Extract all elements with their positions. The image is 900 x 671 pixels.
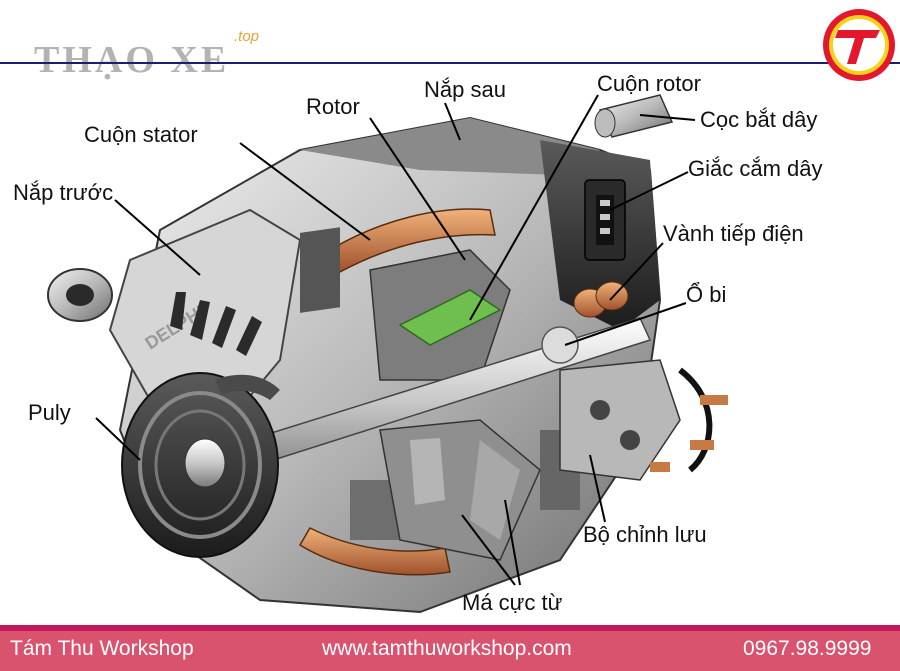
rectifier-assembly bbox=[559, 359, 728, 481]
rotor-coil bbox=[398, 289, 502, 346]
label-o-bi: Ổ bi bbox=[686, 282, 727, 307]
leader-giac-cam-day bbox=[609, 171, 689, 211]
leader-nap-truoc bbox=[114, 199, 201, 276]
footer-website[interactable]: www.tamthuworkshop.com bbox=[322, 637, 572, 660]
label-nap-truoc: Nắp trước bbox=[13, 180, 114, 205]
leader-cuon-rotor bbox=[469, 94, 599, 321]
leader-puly bbox=[95, 417, 141, 461]
leader-cuon-stator bbox=[239, 142, 371, 241]
alternator-cutaway-illustration: DELPHI bbox=[47, 94, 728, 614]
label-cuon-stator: Cuộn stator bbox=[84, 122, 198, 147]
label-rotor: Rotor bbox=[306, 94, 360, 119]
footer-top-stripe bbox=[0, 625, 900, 631]
stator-core bbox=[300, 227, 580, 540]
footer-bar: Tám Thu Workshop www.tamthuworkshop.com … bbox=[0, 625, 900, 671]
leader-nap-sau bbox=[444, 102, 461, 141]
header-rule bbox=[0, 62, 900, 64]
pulley bbox=[121, 372, 280, 558]
label-coc-bat-day: Cọc bắt dây bbox=[700, 107, 818, 132]
footer-workshop-name: Tám Thu Workshop bbox=[10, 637, 194, 660]
leader-vanh-tiep-dien bbox=[609, 242, 664, 301]
tamthu-t-logo-icon bbox=[823, 9, 895, 81]
label-puly: Puly bbox=[28, 400, 71, 425]
label-vanh-tiep-dien: Vành tiếp điện bbox=[663, 221, 804, 246]
label-giac-cam-day: Giắc cắm dây bbox=[688, 156, 823, 181]
rotor-shaft bbox=[184, 317, 652, 486]
terminal-connector bbox=[584, 179, 626, 261]
watermark-logo: THẠO XE bbox=[34, 39, 230, 81]
leader-o-bi bbox=[564, 302, 687, 346]
leader-coc-bat-day bbox=[639, 114, 696, 121]
leader-ma-cuc-tu-2 bbox=[504, 499, 521, 586]
leader-bo-chinh-luu bbox=[589, 454, 606, 523]
footer-phone: 0967.98.9999 bbox=[743, 637, 872, 660]
diagram-stage: THẠO XE .top bbox=[0, 9, 900, 615]
label-cuon-rotor: Cuộn rotor bbox=[597, 71, 701, 96]
label-nap-sau: Nắp sau bbox=[424, 77, 506, 102]
leader-lines bbox=[95, 94, 696, 586]
watermark-suffix: .top bbox=[234, 28, 260, 45]
label-bo-chinh-luu: Bộ chỉnh lưu bbox=[583, 522, 707, 547]
label-ma-cuc-tu: Má cực từ bbox=[462, 590, 563, 615]
leader-ma-cuc-tu-1 bbox=[461, 514, 516, 586]
terminal-stud bbox=[594, 94, 674, 138]
rear-bearing bbox=[541, 326, 579, 364]
leader-rotor bbox=[369, 117, 466, 261]
